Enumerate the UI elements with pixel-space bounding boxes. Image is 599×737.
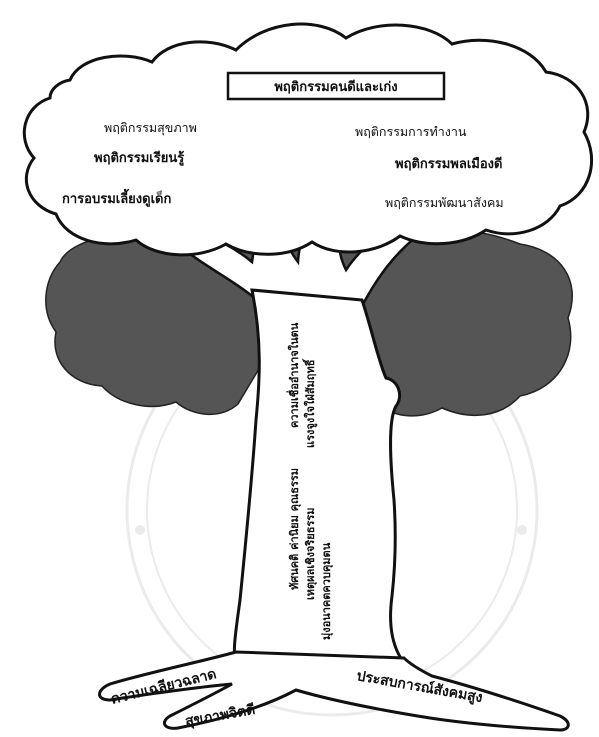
crown-label-right-1: พฤติกรรมการทำงาน bbox=[355, 124, 467, 139]
crown-label-right-2: พฤติกรรมพลเมืองดี bbox=[395, 156, 502, 172]
crown-label-left-1: พฤติกรรมสุขภาพ bbox=[104, 120, 197, 136]
diagram-title: พฤติกรรมคนดีและเก่ง bbox=[274, 79, 397, 95]
trunk-label-1: ทัศนคติ ค่านิยม คุณธรรม bbox=[288, 468, 302, 590]
crown-label-left-2: พฤติกรรมเรียนรู้ bbox=[94, 150, 184, 166]
crown-label-right-3: พฤติกรรมพัฒนาสังคม bbox=[385, 195, 504, 210]
tree-crown-cloud bbox=[24, 24, 591, 255]
trunk-label-2: ความเชื่ออำนาจในตน bbox=[286, 322, 301, 428]
trunk-label-5: มุ่งอนาคตควบคุมตน bbox=[320, 542, 334, 640]
trunk-label-3: เหตุผลเชิงจริยธรรม bbox=[304, 507, 318, 600]
trunk-label-4: แรงจูงใจใฝ่สัมฤทธิ์ bbox=[302, 358, 318, 448]
